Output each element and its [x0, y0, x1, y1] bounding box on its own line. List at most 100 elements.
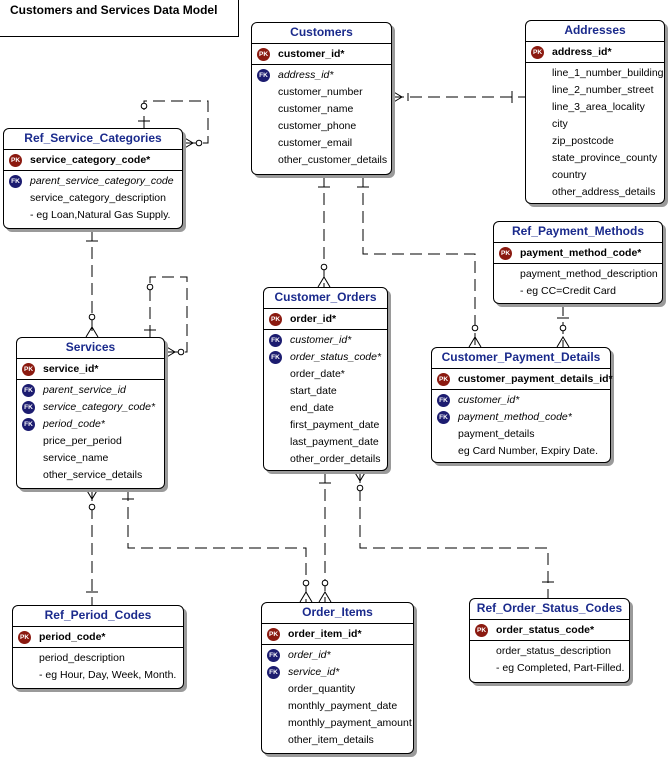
attribute-name: payment_method_description [520, 268, 658, 280]
attribute-name: customer_phone [278, 120, 357, 132]
attribute-name: order_id* [288, 649, 331, 661]
attribute: - eg Hour, Day, Week, Month. [13, 667, 183, 684]
attribute-name: payment_method_code* [458, 411, 572, 423]
attribute-name: period_code* [39, 631, 106, 643]
attribute-name: service_name [43, 452, 109, 464]
attribute-name: line_2_number_street [552, 84, 654, 96]
foreign-key-icon: FK [9, 175, 22, 188]
attribute-name: order_status_description [496, 645, 611, 657]
circle-service-categories-self [140, 102, 148, 110]
attribute-name: payment_details [458, 428, 535, 440]
attribute-name: address_id* [278, 69, 334, 81]
attribute-name: customer_id* [458, 394, 520, 406]
attribute: zip_postcode [526, 133, 664, 150]
crow-circle-payment-details-method [559, 324, 567, 332]
attribute-name: order_id* [290, 313, 337, 325]
foreign-key-icon: FK [269, 334, 282, 347]
attribute: customer_email [252, 135, 391, 152]
attribute: line_1_number_building [526, 65, 664, 82]
attribute-name: country [552, 169, 587, 181]
primary-key-icon: PK [22, 363, 35, 376]
primary-key-attribute: PK period_code* [13, 629, 183, 648]
entity-name: Customer_Payment_Details [432, 348, 610, 369]
foreign-key-icon: FK [257, 69, 270, 82]
entity-name: Addresses [526, 21, 664, 42]
attribute: - eg CC=Credit Card [494, 283, 662, 300]
entity-name: Order_Items [262, 603, 413, 624]
foreign-key-icon: FK [437, 411, 450, 424]
attribute-name: other_address_details [552, 186, 656, 198]
attribute-name: - eg Completed, Part-Filled. [496, 662, 625, 674]
attribute-name: other_item_details [288, 734, 374, 746]
diagram-title-box: Customers and Services Data Model [0, 0, 239, 37]
attribute-name: service_id* [43, 363, 99, 375]
crow-circle-services-self [177, 348, 185, 356]
crow-foot-items-order [318, 591, 332, 603]
attribute-name: zip_postcode [552, 135, 614, 147]
primary-key-icon: PK [267, 628, 280, 641]
attribute-name: price_per_period [43, 435, 122, 447]
attribute: - eg Loan,Natural Gas Supply. [4, 207, 182, 224]
foreign-key-attribute: FK address_id* [252, 67, 391, 84]
diagram-title: Customers and Services Data Model [10, 3, 218, 17]
attribute-name: eg Card Number, Expiry Date. [458, 445, 599, 457]
foreign-key-icon: FK [267, 666, 280, 679]
attribute-name: service_category_code* [30, 154, 151, 166]
primary-key-attribute: PK service_id* [17, 361, 164, 380]
attribute: period_description [13, 650, 183, 667]
attribute: other_customer_details [252, 152, 391, 169]
foreign-key-icon: FK [22, 384, 35, 397]
attribute: customer_phone [252, 118, 391, 135]
attribute-name: - eg Loan,Natural Gas Supply. [30, 209, 171, 221]
attribute: order_quantity [262, 681, 413, 698]
crow-foot-payment-details-customer [468, 336, 482, 348]
attribute-name: other_order_details [290, 453, 381, 465]
attribute: service_category_description [4, 190, 182, 207]
crow-foot-services-category [85, 326, 99, 338]
primary-key-icon: PK [531, 46, 544, 59]
attribute-name: end_date [290, 402, 334, 414]
attribute: line_3_area_locality [526, 99, 664, 116]
attribute-name: - eg CC=Credit Card [520, 285, 616, 297]
attribute: eg Card Number, Expiry Date. [432, 443, 610, 460]
entity-name: Ref_Period_Codes [13, 606, 183, 627]
relationship-end-symbols [85, 90, 570, 603]
attribute-name: state_province_county [552, 152, 658, 164]
attribute-name: service_id* [288, 666, 340, 678]
crow-circle-payment-details-customer [471, 324, 479, 332]
link-services-order-items [127, 489, 307, 602]
foreign-key-attribute: FK payment_method_code* [432, 409, 610, 426]
attribute-name: - eg Hour, Day, Week, Month. [39, 669, 177, 681]
attribute: customer_name [252, 101, 391, 118]
attribute: monthly_payment_amount [262, 715, 413, 732]
attribute: payment_details [432, 426, 610, 443]
attribute-name: start_date [290, 385, 337, 397]
attribute: line_2_number_street [526, 82, 664, 99]
primary-key-icon: PK [18, 631, 31, 644]
attribute: other_order_details [264, 451, 387, 468]
entity-name: Ref_Service_Categories [4, 129, 182, 150]
